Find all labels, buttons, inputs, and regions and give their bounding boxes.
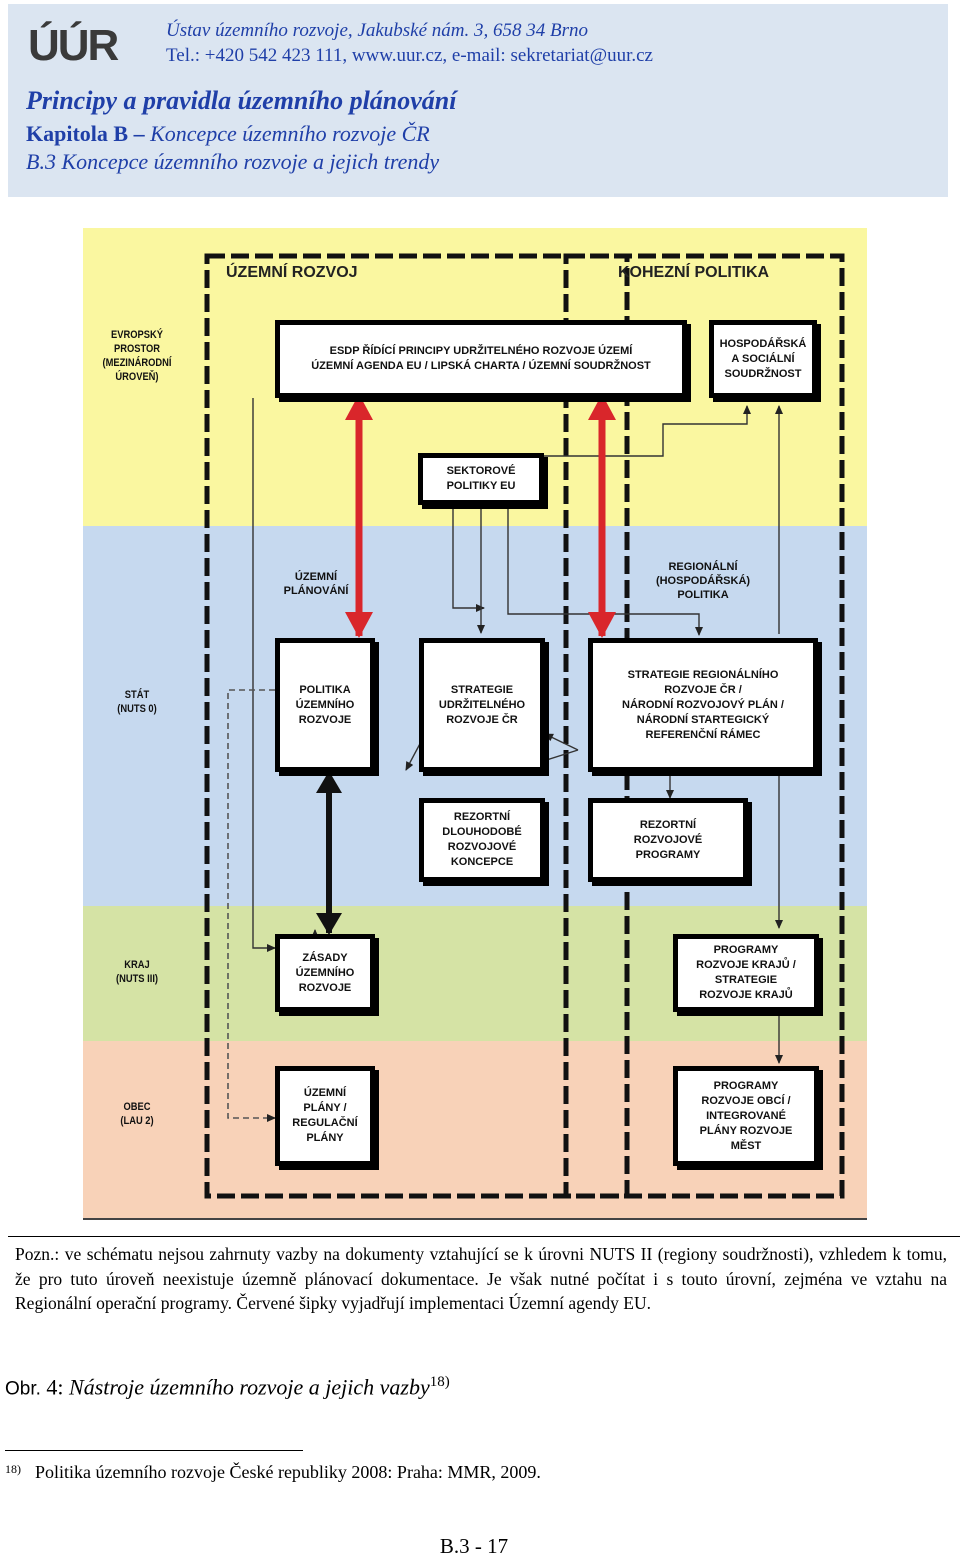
box-region-programs: PROGRAMY ROZVOJE KRAJŮ / STRATEGIE ROZVO…: [673, 934, 819, 1012]
figure-note: Pozn.: ve schématu nejsou zahrnuty vazby…: [15, 1244, 947, 1313]
footnote: 18) Politika územního rozvoje České repub…: [5, 1462, 541, 1483]
document-header: ÚÚR Ústav územního rozvoje, Jakubské nám…: [8, 4, 948, 197]
note-divider: [8, 1236, 960, 1237]
box-municipal-programs: PROGRAMY ROZVOJE OBCÍ / INTEGROVANÉ PLÁN…: [673, 1066, 819, 1166]
frame-label-territorial: ÚZEMNÍ ROZVOJ: [226, 264, 358, 281]
chapter-title: Kapitola B – Koncepce územního rozvoje Č…: [26, 121, 430, 147]
caption-footnote-ref: 18): [429, 1374, 450, 1390]
svg-text:ÚÚR: ÚÚR: [28, 20, 119, 68]
chapter-prefix: Kapitola B –: [26, 121, 151, 146]
box-ministry-programs: REZORTNÍ ROZVOJOVÉ PROGRAMY: [588, 798, 748, 882]
territorial-development-diagram: ÚZEMNÍ ROZVOJ KOHEZNÍ POLITIKA EVROPSKÝ …: [83, 228, 867, 1220]
box-sustainable-strategy: STRATEGIE UDRŽITELNÉHO ROZVOJE ČR: [419, 638, 545, 772]
frame-label-cohesion: KOHEZNÍ POLITIKA: [618, 264, 770, 281]
label-regional-policy: REGIONÁLNÍ (HOSPODÁŘSKÁ) POLITIKA: [655, 561, 751, 601]
footnote-number: 18): [5, 1462, 21, 1476]
caption-number: 4:: [40, 1374, 70, 1400]
caption-title: Nástroje územního rozvoje a jejich vazby: [69, 1374, 430, 1400]
footnote-text: Politika územního rozvoje České republik…: [35, 1462, 541, 1482]
level-region: KRAJ (NUTS III): [115, 959, 159, 985]
footnote-divider: [5, 1450, 303, 1451]
address-line-2: Tel.: +420 542 423 111, www.uur.cz, e-ma…: [166, 45, 653, 66]
page-number: B.3 - 17: [439, 1534, 509, 1558]
chapter-name: Koncepce územního rozvoje ČR: [150, 121, 430, 146]
figure-caption: Obr. 4: Nástroje územního rozvoje a jeji…: [5, 1374, 450, 1400]
level-eu: EVROPSKÝ PROSTOR (MEZINÁRODNÍ ÚROVEŇ): [102, 329, 172, 383]
uur-logo: ÚÚR: [28, 20, 121, 68]
caption-label: Obr.: [5, 1378, 41, 1400]
box-development-principles: ZÁSADY ÚZEMNÍHO ROZVOJE: [275, 934, 375, 1012]
box-ministry-concepts: REZORTNÍ DLOUHODOBÉ ROZVOJOVÉ KONCEPCE: [419, 798, 545, 882]
box-regional-strategy: STRATEGIE REGIONÁLNÍHO ROZVOJE ČR / NÁRO…: [588, 638, 818, 772]
box-spatial-plans: ÚZEMNÍ PLÁNY / REGULAČNÍ PLÁNY: [275, 1066, 375, 1166]
document-title: Principy a pravidla územního plánování: [26, 86, 457, 115]
level-municipality: OBEC (LAU 2): [120, 1101, 154, 1127]
box-territorial-policy: POLITIKA ÚZEMNÍHO ROZVOJE: [275, 638, 375, 772]
section-title: B.3 Koncepce územního rozvoje a jejich t…: [26, 149, 440, 174]
box-cohesion: HOSPODÁŘSKÁ A SOCIÁLNÍ SOUDRŽNOST: [709, 320, 817, 398]
address-line-1: Ústav územního rozvoje, Jakubské nám. 3,…: [166, 20, 588, 41]
label-spatial-planning: ÚZEMNÍ PLÁNOVÁNÍ: [283, 571, 349, 597]
box-sector-policies: SEKTOROVÉ POLITIKY EU: [418, 453, 544, 505]
frame-cohesion: [563, 253, 845, 1199]
level-state: STÁT (NUTS 0): [117, 689, 157, 715]
box-esdp: ESDP ŘÍDÍCÍ PRINCIPY UDRŽITELNÉHO ROZVOJ…: [275, 320, 687, 398]
